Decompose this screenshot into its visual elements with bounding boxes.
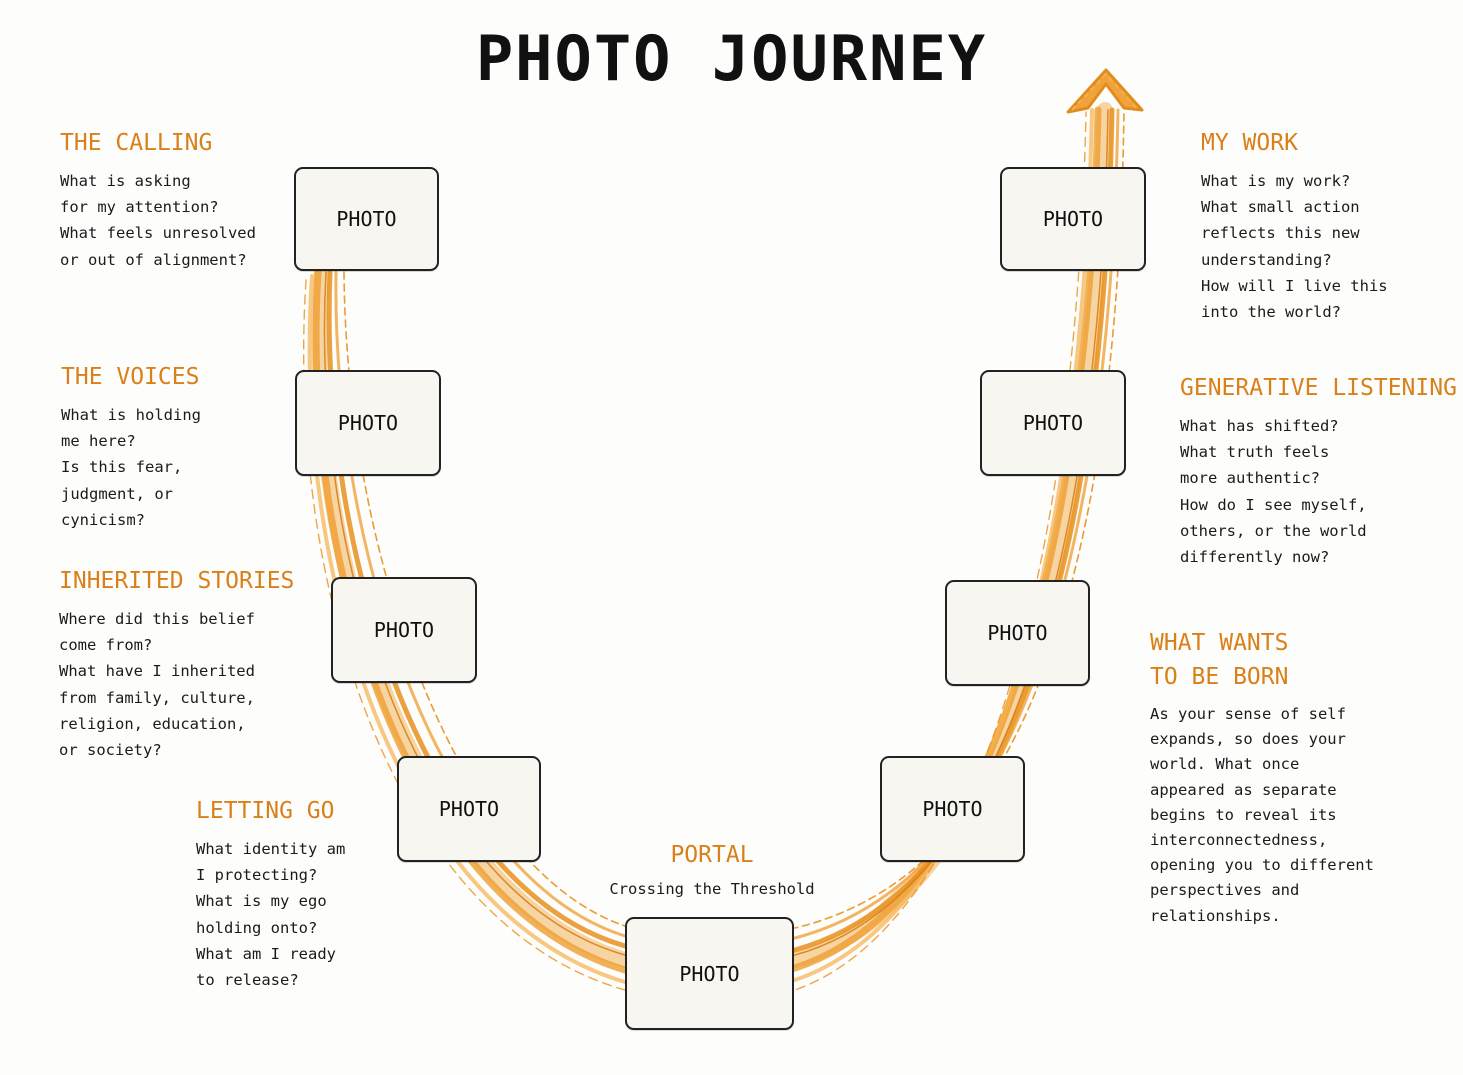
stage-question: from family, culture, <box>59 688 255 707</box>
stage-title: TO BE BORN <box>1150 664 1289 690</box>
stage-question: What is asking <box>60 172 191 190</box>
stage-title: THE VOICES <box>61 364 200 390</box>
stage-generative-listening: GENERATIVE LISTENING What has shifted? W… <box>1180 371 1457 570</box>
photo-placeholder-born[interactable]: PHOTO <box>880 756 1025 862</box>
arc-stroke-4 <box>334 108 1120 940</box>
stage-the-voices: THE VOICES What is holding me here? Is t… <box>61 360 201 533</box>
stage-question: differently now? <box>1180 548 1330 567</box>
arc-stroke-dashed-2 <box>303 111 1087 991</box>
stage-text: perspectives and <box>1150 881 1300 900</box>
stage-question: come from? <box>59 636 153 655</box>
stage-title: INHERITED STORIES <box>59 568 295 594</box>
stage-text: interconnectedness, <box>1150 831 1328 850</box>
stage-question: What feels unresolved <box>60 224 256 243</box>
stage-title: LETTING GO <box>196 798 335 824</box>
arc-stroke-main <box>311 102 1113 968</box>
stage-question: to release? <box>196 971 299 990</box>
stage-question: How do I see myself, <box>1180 495 1367 514</box>
stage-question: cynicism? <box>61 510 145 529</box>
arc-stroke-3 <box>326 107 1115 953</box>
arrow-head-icon <box>1066 68 1144 114</box>
stage-question: What has shifted? <box>1180 417 1339 435</box>
photo-placeholder-voices[interactable]: PHOTO <box>295 370 441 476</box>
portal-subtitle: Crossing the Threshold <box>609 880 815 898</box>
stage-inherited-stories: INHERITED STORIES Where did this belief … <box>59 564 294 763</box>
stage-question: I protecting? <box>196 866 318 885</box>
stage-question: What is holding <box>61 406 201 424</box>
stage-text: appeared as separate <box>1150 780 1337 799</box>
stage-text: expands, so does your <box>1150 730 1346 749</box>
stage-question: religion, education, <box>59 714 246 733</box>
stage-title: WHAT WANTS <box>1150 630 1289 656</box>
arc-stroke-thin <box>323 109 1109 956</box>
stage-question: others, or the world <box>1180 521 1367 540</box>
stage-question: What small action <box>1201 198 1360 217</box>
stage-title: GENERATIVE LISTENING <box>1180 375 1457 401</box>
stage-the-calling: THE CALLING What is asking for my attent… <box>60 126 256 273</box>
stage-text: relationships. <box>1150 906 1281 925</box>
arc-stroke-dashed-1 <box>343 109 1125 929</box>
stage-question: reflects this new <box>1201 224 1360 243</box>
stage-question: What have I inherited <box>59 662 255 681</box>
photo-placeholder-listening[interactable]: PHOTO <box>945 580 1090 686</box>
stage-text: As your sense of self <box>1150 705 1346 723</box>
photo-placeholder-listening-2[interactable]: PHOTO <box>980 370 1126 476</box>
photo-placeholder-my-work[interactable]: PHOTO <box>1000 167 1146 271</box>
stage-title: THE CALLING <box>60 130 213 156</box>
stage-my-work: MY WORK What is my work? What small acti… <box>1201 126 1388 325</box>
stage-question: What is my work? <box>1201 172 1351 190</box>
page-title: PHOTO JOURNEY <box>475 22 988 95</box>
stage-text: begins to reveal its <box>1150 805 1337 824</box>
stage-question: into the world? <box>1201 303 1341 322</box>
stage-question: holding onto? <box>196 918 318 937</box>
stage-question: Is this fear, <box>61 458 183 477</box>
stage-question: or out of alignment? <box>60 250 247 269</box>
stage-question: more authentic? <box>1180 469 1320 488</box>
stage-question: How will I live this <box>1201 276 1388 295</box>
stage-question: What identity am <box>196 840 346 858</box>
stage-portal: PORTAL Crossing the Threshold <box>600 838 824 902</box>
stage-question: What am I ready <box>196 944 336 963</box>
photo-placeholder-letting-go[interactable]: PHOTO <box>397 756 541 862</box>
stage-question: What truth feels <box>1180 443 1330 462</box>
stage-letting-go: LETTING GO What identity am I protecting… <box>196 794 345 993</box>
stage-question: What is my ego <box>196 892 327 911</box>
arc-stroke-2 <box>312 106 1102 974</box>
stage-what-wants-to-be-born: WHAT WANTS TO BE BORN As your sense of s… <box>1150 626 1374 929</box>
stage-text: opening you to different <box>1150 856 1374 875</box>
photo-placeholder-portal[interactable]: PHOTO <box>625 917 794 1030</box>
stage-question: judgment, or <box>61 484 173 503</box>
stage-text: world. What once <box>1150 755 1300 774</box>
stage-question: Where did this belief <box>59 610 255 628</box>
stage-question: understanding? <box>1201 250 1332 269</box>
photo-placeholder-calling[interactable]: PHOTO <box>294 167 439 271</box>
stage-title: PORTAL <box>670 842 754 868</box>
stage-question: for my attention? <box>60 198 219 217</box>
stage-question: or society? <box>59 741 162 760</box>
photo-placeholder-inherited[interactable]: PHOTO <box>331 577 477 683</box>
stage-title: MY WORK <box>1201 130 1298 156</box>
stage-question: me here? <box>61 432 136 451</box>
